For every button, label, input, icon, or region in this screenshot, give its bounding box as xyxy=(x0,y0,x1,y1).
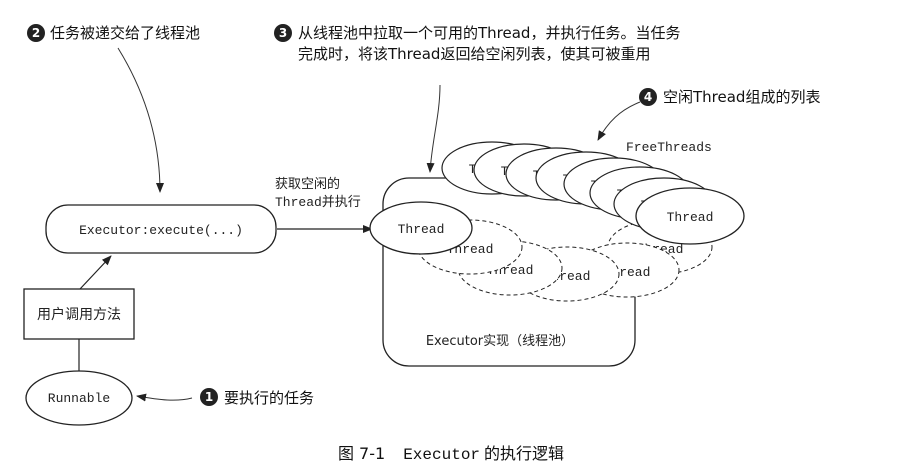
runnable-node xyxy=(25,370,133,426)
free-thread-front-label: Thread xyxy=(667,210,714,225)
annotation-3-line2: 完成时，将该Thread返回给空闲列表，使其可被重用 xyxy=(298,45,650,63)
figure-caption: 图 7-1 Executor 的执行逻辑 xyxy=(338,444,564,464)
caption-suffix: 的执行逻辑 xyxy=(484,444,564,463)
step-badge-3 xyxy=(274,24,292,42)
step-badge-2-number: 2 xyxy=(32,26,40,40)
annotation-3: 3 从线程池中拉取一个可用的Thread，并执行任务。当任务 完成时，将该Thr… xyxy=(274,24,680,63)
pointer-annotation-4 xyxy=(597,101,641,141)
annotation-4-text: 空闲Thread组成的列表 xyxy=(663,88,820,106)
pointer-annotation-1 xyxy=(136,393,193,402)
pointer-annotation-3 xyxy=(426,84,441,173)
user-method-box xyxy=(23,288,135,340)
thread-pool-label: Executor实现（线程池） xyxy=(426,334,574,349)
free-thread-node-front xyxy=(635,187,745,245)
step-badge-3-number: 3 xyxy=(279,26,287,40)
invoke-arrow xyxy=(79,255,112,290)
annotation-2: 2 任务被递交给了线程池 xyxy=(27,24,200,42)
annotation-1: 1 要执行的任务 xyxy=(200,388,314,407)
free-threads-label: FreeThreads xyxy=(626,140,712,155)
annotation-4: 4 空闲Thread组成的列表 xyxy=(639,88,820,106)
free-threads-stack: Thread Thread Thread Thread Thread Threa… xyxy=(441,141,745,245)
annotation-2-text: 任务被递交给了线程池 xyxy=(50,24,200,42)
caption-code: Executor xyxy=(403,446,480,464)
step-badge-1 xyxy=(200,388,218,406)
annotation-1-text: 要执行的任务 xyxy=(224,389,314,407)
step-badge-4-number: 4 xyxy=(644,90,652,104)
runnable-label: Runnable xyxy=(48,391,110,406)
caption-prefix: 图 7-1 xyxy=(338,444,385,463)
step-badge-4 xyxy=(639,88,657,106)
dispatch-label-line1: 获取空闲的 xyxy=(275,176,340,192)
executor-execute-label: Executor:execute(...) xyxy=(79,223,243,238)
dispatch-label-line2: Thread并执行 xyxy=(275,195,361,210)
pointer-annotation-2 xyxy=(117,47,164,193)
user-method-label: 用户调用方法 xyxy=(37,306,121,323)
annotation-3-line1: 从线程池中拉取一个可用的Thread，并执行任务。当任务 xyxy=(298,24,680,42)
step-badge-2 xyxy=(27,24,45,42)
active-thread-label: Thread xyxy=(398,222,445,237)
active-thread-node xyxy=(369,201,473,255)
step-badge-1-number: 1 xyxy=(205,390,213,404)
executor-execute-box xyxy=(45,204,277,254)
